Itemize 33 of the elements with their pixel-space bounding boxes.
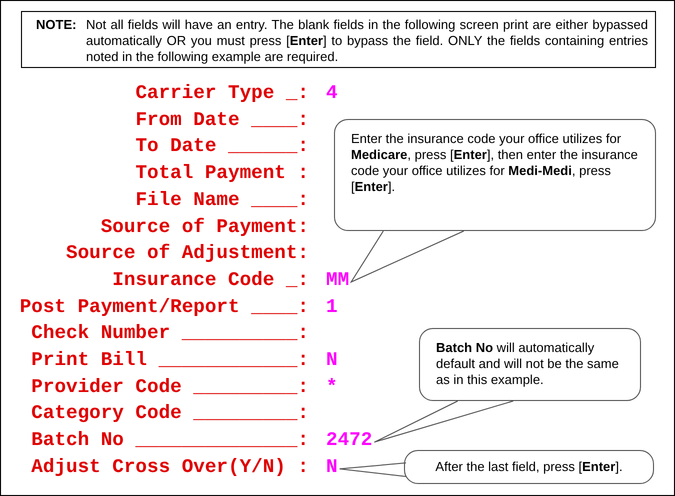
field-value: N — [326, 456, 338, 478]
field-value: * — [326, 376, 338, 398]
callout-text: Enter the insurance code your office utilizes for Medicare, press [Enter], then enter the insurance code your office utilizes for Medi-Medi, press [Enter]. — [350, 130, 639, 196]
field-label: Batch No ______________: — [31, 429, 309, 452]
field-label: To Date ______: — [135, 135, 309, 158]
field-label: Adjust Cross Over(Y/N) : — [31, 456, 309, 478]
field-value: N — [326, 349, 338, 371]
field-value: 1 — [326, 296, 338, 318]
field-label: Carrier Type _: — [135, 82, 309, 104]
callout-text: Batch No will automatically default and will not be the same as in this example. — [435, 339, 620, 389]
field-label: Provider Code _________: — [31, 376, 309, 398]
field-label: Insurance Code _: — [112, 268, 309, 291]
field-label: From Date ____: — [135, 108, 309, 131]
callout-bubble — [419, 328, 641, 401]
field-value: 4 — [326, 82, 338, 104]
field-label: Post Payment/Report ____: — [20, 296, 309, 318]
callout-bubble — [334, 119, 656, 231]
callout-bubble — [404, 450, 654, 484]
callout-text: After the last field, press [Enter]. — [434, 458, 624, 476]
field-value: 2472 — [326, 429, 372, 452]
field-label: Print Bill ____________: — [31, 349, 309, 371]
note-heading: NOTE: — [36, 17, 76, 33]
leader-line — [350, 230, 464, 284]
field-label: Check Number __________: — [31, 322, 309, 344]
field-label: Category Code _________: — [31, 402, 309, 424]
field-value: MM — [326, 268, 350, 291]
note-box — [21, 11, 656, 68]
field-label: Total Payment : — [135, 162, 309, 184]
field-label: File Name ____: — [135, 188, 309, 211]
leader-line — [339, 462, 406, 477]
note-text: Not all fields will have an entry. The blank fields in the following screen print are either bypassed automatically OR you must press [Enter] to bypass the field. ONLY the fields containing entries noted in the following example are required. — [86, 17, 648, 65]
field-label: Source of Payment: — [100, 216, 309, 238]
field-label: Source of Adjustment: — [66, 242, 309, 264]
